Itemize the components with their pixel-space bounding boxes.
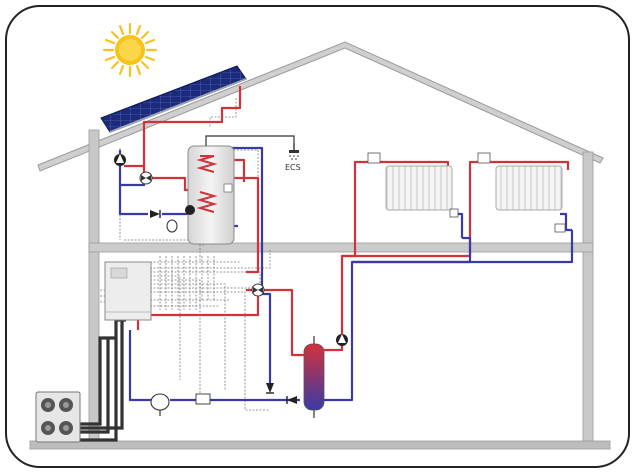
sun-icon	[102, 22, 158, 78]
ecs-label: ECS	[285, 163, 301, 172]
right-wall	[582, 151, 594, 444]
circulation-pump-icon	[336, 334, 348, 346]
check-valve-icon	[286, 396, 297, 404]
thermostatic-valve-icon	[449, 208, 566, 233]
left-wall	[88, 129, 100, 444]
return-pipes	[118, 146, 574, 402]
expansion-vessel-icon	[150, 393, 211, 416]
house	[29, 41, 611, 450]
three-way-valve-icon	[251, 283, 265, 297]
shower-icon	[289, 143, 299, 160]
ground	[29, 440, 611, 450]
check-valve-icon	[150, 210, 161, 218]
ecs-pipe	[205, 135, 295, 146]
expansion-vessel-icon	[166, 219, 178, 233]
heat-pump-outdoor-unit-icon	[35, 391, 81, 443]
indoor-controller-icon	[104, 261, 152, 321]
circulation-pump-icon	[185, 205, 195, 215]
solar-panel-icon	[100, 65, 247, 133]
roof	[37, 41, 604, 172]
storage-tank-icon	[187, 145, 235, 245]
three-way-valve-icon	[139, 171, 153, 185]
hydraulic-separator-icon	[303, 336, 325, 418]
floor-slab	[88, 242, 594, 253]
radiator-icon	[477, 152, 563, 211]
circulation-pump-icon	[114, 154, 126, 166]
radiator-icon	[367, 152, 453, 211]
check-valve-icon	[266, 383, 274, 394]
